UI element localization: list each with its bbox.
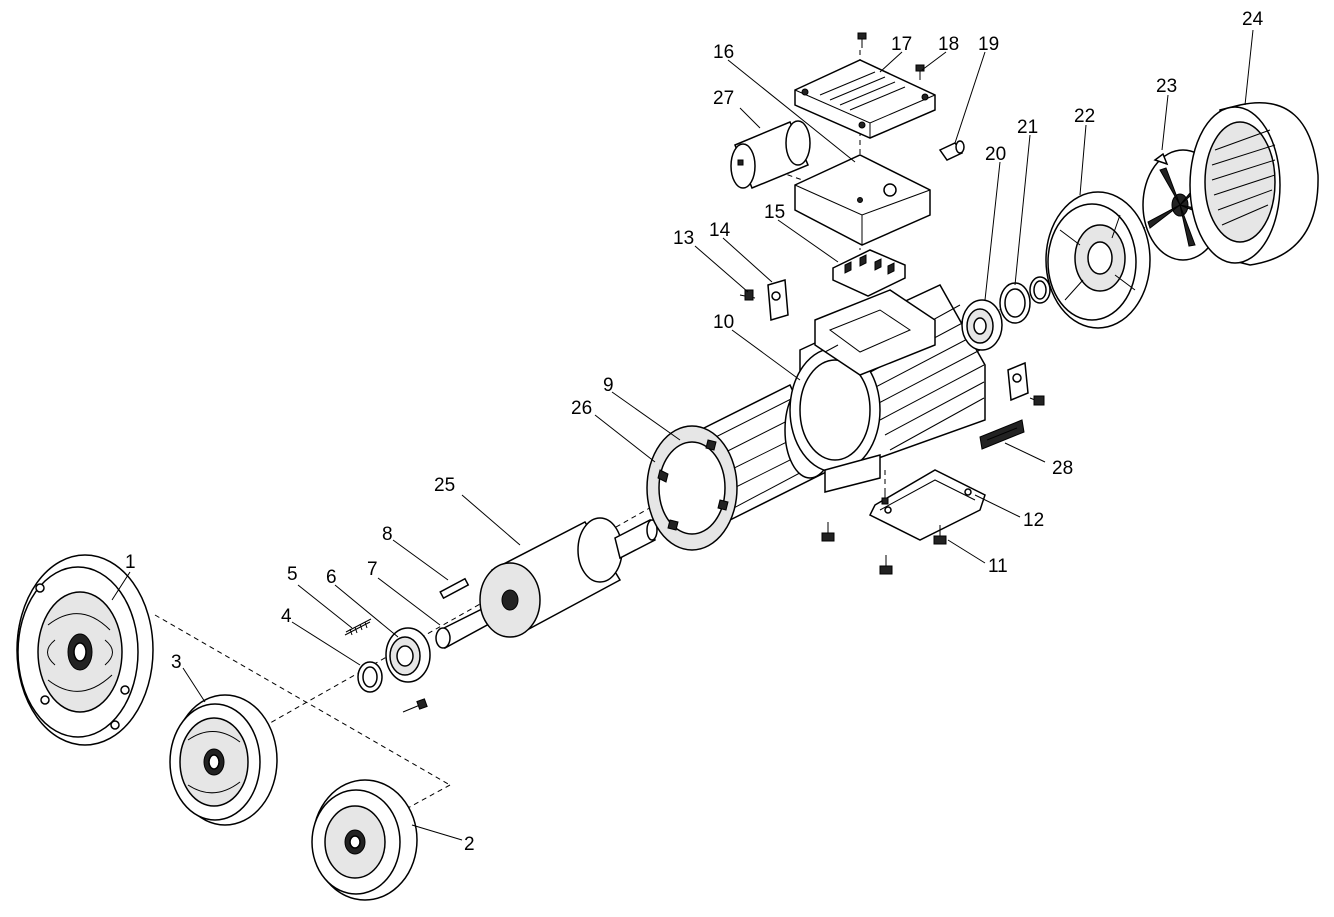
callout-27: 27: [713, 88, 734, 109]
callout-4: 4: [281, 606, 292, 627]
callout-21: 21: [1017, 117, 1038, 138]
capacitor-part: [730, 120, 811, 189]
callout-23: 23: [1156, 76, 1177, 97]
callout-2: 2: [464, 834, 475, 855]
callout-10: 10: [713, 312, 734, 333]
mounting-foot-part: [868, 469, 986, 541]
wave-washer-part: [999, 276, 1051, 324]
terminal-box-lid-part: [794, 59, 936, 139]
callout-13: 13: [673, 228, 694, 249]
callout-14: 14: [709, 220, 731, 241]
motor-housing-part: [789, 284, 986, 493]
callout-28: 28: [1052, 458, 1073, 479]
rear-bearing-part: [961, 299, 1003, 351]
shaft-key-part: [439, 577, 470, 600]
rotor-shaft-part: [435, 517, 658, 650]
callout-24: 24: [1242, 9, 1264, 30]
nameplate-part: [979, 419, 1025, 450]
callout-9: 9: [603, 375, 614, 396]
callout-20: 20: [985, 144, 1006, 165]
callout-1: 1: [125, 552, 136, 573]
callout-16: 16: [713, 42, 734, 63]
callout-12: 12: [1023, 510, 1044, 531]
face-end-shield-part: [311, 779, 418, 901]
fan-cover-part: [1189, 102, 1319, 266]
bolt-icon: [402, 698, 428, 713]
callout-labels: 1 2 3 4 5 6 7 8 9 10 11 12 13 14 15 16 1…: [125, 9, 1264, 855]
callout-19: 19: [978, 34, 999, 55]
spring-pin-part: [344, 618, 372, 636]
callout-5: 5: [287, 564, 298, 585]
flange-end-shield-part: [16, 554, 154, 746]
lid-screw-icon: [857, 32, 925, 80]
callout-7: 7: [367, 559, 378, 580]
terminal-box-part: [794, 154, 931, 246]
callout-26: 26: [571, 398, 592, 419]
callout-6: 6: [326, 567, 337, 588]
callout-3: 3: [171, 652, 182, 673]
callout-15: 15: [764, 202, 785, 223]
callout-25: 25: [434, 475, 455, 496]
cable-gland-part: [938, 140, 965, 161]
callout-11: 11: [988, 556, 1008, 577]
foot-bolt-icon: [821, 490, 947, 575]
terminal-block-part: [832, 249, 906, 297]
earth-bolt-icon: [739, 289, 756, 301]
front-bearing-part: [385, 627, 431, 683]
callout-18: 18: [938, 34, 959, 55]
end-shield-drive-part: [169, 694, 278, 826]
callout-8: 8: [382, 524, 393, 545]
callout-leader-lines: [111, 29, 1254, 841]
circlip-part: [357, 661, 383, 693]
earth-lug-part: [767, 279, 789, 321]
rear-end-shield-part: [1045, 191, 1151, 329]
earth-lug-rear-part: [1007, 361, 1045, 406]
callout-17: 17: [891, 34, 912, 55]
callout-22: 22: [1074, 106, 1095, 127]
